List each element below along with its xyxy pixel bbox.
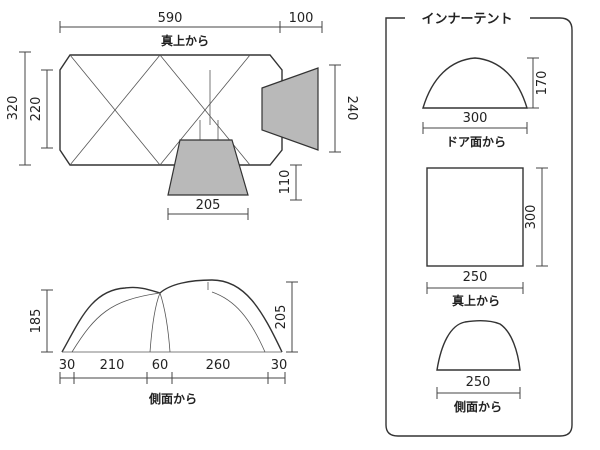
side-length-dimension bbox=[59, 372, 286, 384]
inner-door-view: 170 300 ドア面から bbox=[422, 57, 550, 149]
top-width-dimension: 590 100 bbox=[59, 11, 323, 33]
dim-220: 220 bbox=[29, 97, 44, 122]
inner-side-label: 側面から bbox=[453, 399, 502, 414]
dim-205: 205 bbox=[196, 198, 221, 213]
dim-320: 320 bbox=[6, 96, 21, 121]
side-view: 185 205 30 210 60 260 30 bbox=[29, 279, 298, 406]
inner-top-view: 300 250 真上から bbox=[426, 167, 548, 308]
top-view: 590 100 真上から 320 220 bbox=[6, 11, 359, 220]
dim-240: 240 bbox=[344, 96, 359, 121]
tent-floor-outline bbox=[59, 54, 283, 166]
dim-205-side: 205 bbox=[274, 305, 289, 330]
inner-door-label: ドア面から bbox=[446, 135, 506, 149]
dim-185: 185 bbox=[29, 309, 44, 334]
seg-30-left: 30 bbox=[59, 358, 76, 373]
height-240-dimension: 240 bbox=[329, 64, 359, 153]
height-185-dimension: 185 bbox=[29, 289, 53, 353]
seg-30-right: 30 bbox=[271, 358, 288, 373]
inner-top-label: 真上から bbox=[452, 293, 500, 308]
top-view-label: 真上から bbox=[161, 33, 209, 48]
inner-door-width: 300 bbox=[463, 111, 488, 126]
inner-door-height: 170 bbox=[535, 71, 550, 96]
dim-590: 590 bbox=[158, 11, 183, 26]
inner-tent-title: インナーテント bbox=[421, 12, 512, 27]
height-205-dimension: 205 bbox=[274, 281, 298, 353]
inner-side-outline bbox=[436, 319, 521, 371]
side-view-label: 側面から bbox=[148, 391, 197, 406]
front-vestibule bbox=[167, 139, 249, 196]
inner-side-width: 250 bbox=[466, 375, 491, 390]
inner-door-outline bbox=[422, 57, 528, 109]
width-205-dimension: 205 bbox=[167, 198, 249, 220]
rear-vestibule bbox=[261, 67, 319, 151]
inner-tent-frame bbox=[385, 17, 573, 437]
dim-100: 100 bbox=[289, 11, 314, 26]
height-320-dimension: 320 bbox=[6, 51, 31, 166]
side-poles bbox=[62, 282, 282, 353]
height-220-dimension: 220 bbox=[29, 69, 53, 149]
inner-top-width: 250 bbox=[463, 270, 488, 285]
seg-260: 260 bbox=[206, 358, 231, 373]
inner-top-outline bbox=[426, 167, 524, 267]
inner-side-view: 250 側面から bbox=[436, 319, 521, 414]
inner-tent-panel: インナーテント 170 300 ドア面から 300 250 真上から bbox=[385, 12, 573, 437]
side-dome-outline bbox=[61, 279, 283, 353]
seg-60: 60 bbox=[152, 358, 169, 373]
depth-110-dimension: 110 bbox=[278, 164, 302, 201]
inner-top-height: 300 bbox=[524, 205, 539, 230]
cross-poles bbox=[69, 54, 251, 166]
seg-210: 210 bbox=[100, 358, 125, 373]
dim-110: 110 bbox=[278, 170, 293, 195]
